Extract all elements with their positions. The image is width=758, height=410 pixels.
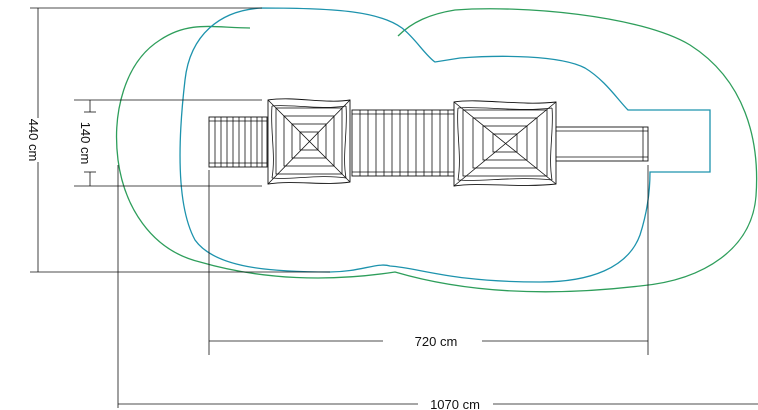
inner-safety-zone bbox=[179, 7, 711, 283]
overall-length-label: 1070 cm bbox=[430, 397, 480, 410]
dimension-overall-length: 1070 cm bbox=[117, 165, 758, 410]
dimension-overall-height: 440 cm bbox=[26, 7, 330, 273]
slide bbox=[555, 126, 649, 162]
stair-left bbox=[208, 116, 268, 168]
tower-roof-left bbox=[267, 98, 351, 185]
outer-safety-zone bbox=[115, 8, 758, 293]
tower-roof-right bbox=[453, 100, 557, 187]
dimension-inner-length: 720 cm bbox=[208, 165, 649, 355]
bridge bbox=[351, 109, 455, 177]
inner-length-label: 720 cm bbox=[415, 334, 458, 349]
overall-height-label: 440 cm bbox=[26, 119, 41, 162]
dimension-inner-height: 140 cm bbox=[74, 99, 262, 187]
inner-height-label: 140 cm bbox=[78, 122, 93, 165]
